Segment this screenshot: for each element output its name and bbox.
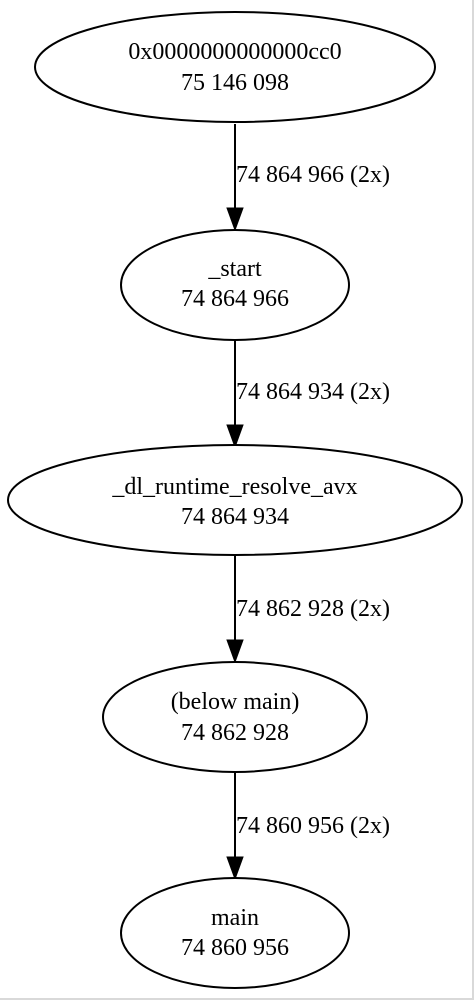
- edge-label: 74 862 928 (2x): [236, 596, 390, 622]
- node-2: _dl_runtime_resolve_avx 74 864 934: [7, 444, 463, 556]
- edge-label: 74 864 966 (2x): [236, 162, 390, 188]
- edge-arrowhead: [226, 856, 244, 881]
- node-1: _start 74 864 966: [120, 229, 350, 341]
- node-value: 74 860 956: [181, 935, 289, 961]
- viewer-border-bottom: [0, 998, 474, 1000]
- edge-0: 74 864 966 (2x): [226, 124, 390, 232]
- node-name: 0x0000000000000cc0: [128, 39, 341, 65]
- edge-2: 74 862 928 (2x): [226, 556, 390, 664]
- edge-arrowhead: [226, 639, 244, 664]
- node-name: main: [211, 905, 259, 931]
- node-ellipse: [7, 444, 463, 556]
- edge-arrowhead: [226, 424, 244, 449]
- node-value: 75 146 098: [181, 70, 289, 96]
- edge-label: 74 860 956 (2x): [236, 813, 390, 839]
- node-3: (below main) 74 862 928: [102, 661, 368, 773]
- edge-arrowhead: [226, 207, 244, 232]
- node-ellipse: [120, 877, 350, 989]
- node-ellipse: [120, 229, 350, 341]
- node-value: 74 862 928: [181, 720, 289, 746]
- edge-1: 74 864 934 (2x): [226, 340, 390, 449]
- node-0: 0x0000000000000cc0 75 146 098: [34, 11, 436, 123]
- node-ellipse: [102, 661, 368, 773]
- node-name: _dl_runtime_resolve_avx: [111, 474, 357, 500]
- node-4: main 74 860 956: [120, 877, 350, 989]
- viewer-border-right: [472, 0, 474, 1000]
- node-name: (below main): [171, 689, 300, 715]
- node-name: _start: [207, 256, 262, 282]
- edge-label: 74 864 934 (2x): [236, 379, 390, 405]
- node-value: 74 864 966: [181, 286, 289, 312]
- node-ellipse: [34, 11, 436, 123]
- node-value: 74 864 934: [181, 504, 289, 530]
- edge-3: 74 860 956 (2x): [226, 772, 390, 881]
